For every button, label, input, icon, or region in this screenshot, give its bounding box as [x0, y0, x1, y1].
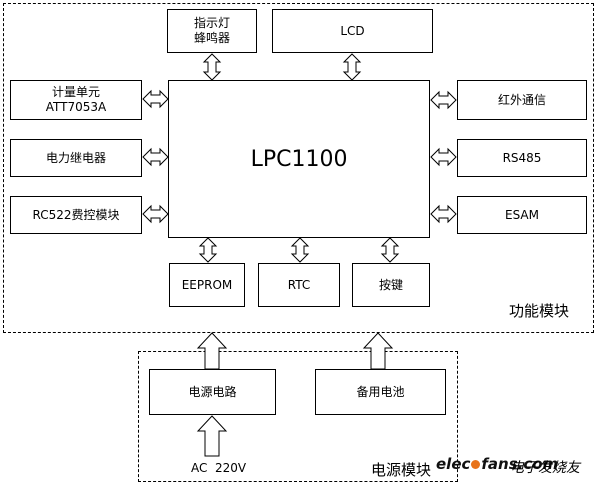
infrared-comm-block: 红外通信 [457, 80, 587, 120]
esam-block: ESAM [457, 196, 587, 234]
power-relay-block: 电力继电器 [10, 139, 142, 177]
connectors [142, 53, 457, 457]
arrow-cpu-esam [430, 204, 457, 224]
power-circuit-label: 电源电路 [188, 384, 237, 399]
function-module-label: 功能模块 [509, 302, 570, 320]
function-module-region [3, 3, 594, 333]
keys-label: 按键 [378, 277, 403, 292]
arrow-cpu-rtc [290, 237, 310, 263]
arrow-cpu-rs485 [430, 147, 457, 167]
arrow-ac-input-up [196, 415, 228, 457]
cpu-label: LPC1100 [250, 146, 348, 172]
arrow-cpu-eeprom [198, 237, 218, 263]
infrared-label: 红外通信 [497, 92, 546, 107]
rc522-module-block: RC522费控模块 [10, 196, 142, 234]
power-module-label: 电源模块 [371, 461, 432, 479]
buzzer-label: 蜂鸣器 [193, 31, 230, 45]
arrow-indicator-cpu [202, 53, 222, 81]
relay-label: 电力继电器 [45, 150, 106, 165]
arrow-power-circuit-up [196, 332, 228, 370]
keys-block: 按键 [352, 263, 430, 307]
watermark-domain-a: elec [436, 455, 471, 473]
arrow-relay-cpu [142, 147, 169, 167]
arrow-battery-up [362, 332, 394, 370]
arrow-lcd-cpu [342, 53, 362, 81]
cpu-block: LPC1100 [168, 80, 430, 238]
arrow-cpu-keys [380, 237, 400, 263]
backup-battery-block: 备用电池 [315, 369, 446, 415]
indicator-label: 指示灯 [193, 16, 230, 30]
arrow-rc522-cpu [142, 204, 169, 224]
backup-battery-label: 备用电池 [356, 384, 405, 399]
watermark-domain-c: .com [517, 455, 559, 473]
metering-chip-label: ATT7053A [45, 100, 107, 114]
power-circuit-block: 电源电路 [149, 369, 276, 415]
eeprom-block: EEPROM [169, 263, 245, 307]
power-module-region [138, 351, 458, 482]
watermark-dot-icon [471, 460, 481, 469]
watermark-domain-b: fans [481, 455, 518, 473]
arrow-cpu-infrared [430, 90, 457, 110]
metering-label: 计量单元 [51, 85, 100, 99]
site-watermark: elec fans.com [436, 455, 558, 473]
arrow-metering-cpu [142, 89, 169, 109]
rtc-block: RTC [258, 263, 340, 307]
esam-label: ESAM [505, 207, 539, 222]
indicator-buzzer-block: 指示灯 蜂鸣器 [167, 9, 257, 53]
ac-input-label: AC 220V [191, 461, 247, 475]
watermark-cn: 电子发烧友 [510, 460, 580, 476]
rtc-label: RTC [287, 277, 311, 292]
rs485-label: RS485 [502, 150, 542, 165]
eeprom-label: EEPROM [181, 277, 233, 292]
lcd-label: LCD [340, 23, 365, 38]
rs485-block: RS485 [457, 139, 587, 177]
lcd-block: LCD [272, 9, 433, 53]
rc522-label: RC522费控模块 [32, 207, 120, 222]
metering-unit-block: 计量单元 ATT7053A [10, 80, 142, 120]
